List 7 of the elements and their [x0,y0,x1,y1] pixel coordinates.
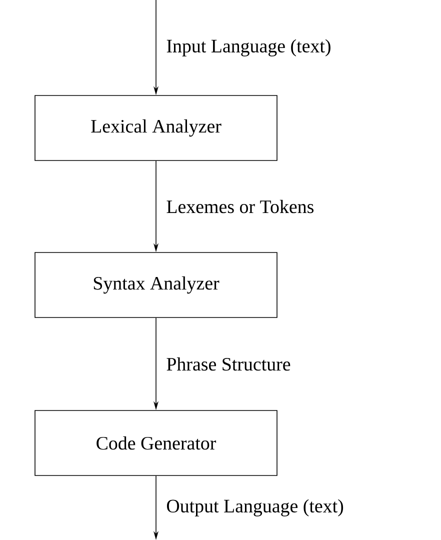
process-box: Lexical Analyzer [34,95,278,161]
process-box: Syntax Analyzer [34,252,278,318]
process-box: Code Generator [34,410,278,476]
edge-label: Phrase Structure [165,356,292,372]
edge-label: Output Language (text) [165,498,345,518]
edge-label: Input Language (text) [165,38,332,58]
edge-label: Lexemes or Tokens [165,198,316,214]
